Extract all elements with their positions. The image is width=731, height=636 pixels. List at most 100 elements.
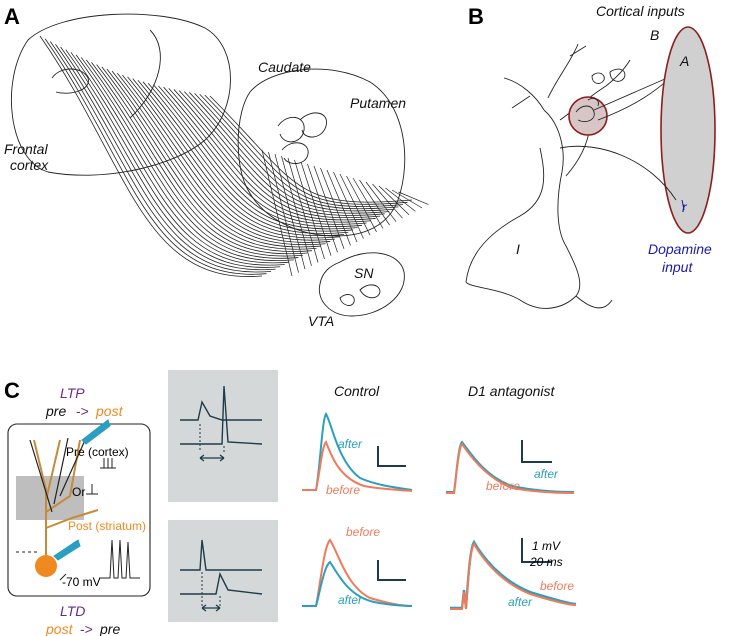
synaptic-bouton bbox=[609, 68, 626, 82]
striatal-fiber-line bbox=[300, 161, 332, 256]
panel-c: C LTP pre -> post Pre (cortex) Or Post (… bbox=[4, 370, 577, 636]
panel-b: B Cortical inputs B A I r Dopamine input bbox=[465, 3, 716, 309]
voltage-tick bbox=[59, 573, 67, 581]
striatum-outline bbox=[237, 68, 406, 237]
d1-ltp-after-label: after bbox=[534, 467, 559, 481]
vta-nucleus bbox=[339, 294, 355, 306]
ltp-timing-box bbox=[168, 370, 278, 502]
schematic-dendrites bbox=[33, 439, 99, 558]
fiber-line bbox=[55, 44, 276, 271]
dopamine-axon bbox=[559, 145, 677, 201]
fiber-line bbox=[209, 95, 413, 203]
frontal-cortex-sulcus bbox=[51, 68, 89, 94]
striatal-fiber-line bbox=[274, 153, 306, 270]
ltp-pre: pre bbox=[45, 403, 66, 419]
striatal-fiber-line bbox=[313, 165, 345, 249]
synapse-highlight-circle bbox=[568, 96, 608, 136]
ltd-pre: pre bbox=[99, 621, 120, 636]
post-electrode bbox=[53, 539, 81, 561]
d1-ltp-scalebar bbox=[521, 440, 552, 463]
cortical-inputs-label: Cortical inputs bbox=[596, 3, 685, 19]
fiber-line bbox=[86, 59, 303, 257]
fiber-line bbox=[163, 86, 372, 223]
striatal-fiber-line bbox=[307, 163, 338, 253]
control-ltd-after-label: after bbox=[338, 593, 363, 607]
control-header: Control bbox=[334, 383, 380, 399]
ltp-label: LTP bbox=[60, 385, 85, 401]
fiber-line bbox=[101, 66, 317, 250]
control-ltp-after-trace bbox=[302, 412, 413, 491]
striatal-fiber-line bbox=[385, 187, 416, 212]
control-ltd-before-trace bbox=[302, 538, 413, 607]
striatal-fiber-line bbox=[339, 173, 371, 236]
fiber-line bbox=[158, 85, 367, 225]
striatal-fiber-line bbox=[346, 175, 377, 232]
striatal-fiber-line bbox=[261, 149, 293, 277]
striatal-fiber-line bbox=[365, 181, 397, 222]
scale-ms-label: 20 ms bbox=[529, 555, 563, 569]
fiber-line bbox=[70, 52, 290, 264]
midbrain-outline bbox=[318, 252, 405, 317]
dopamine-label-line2: input bbox=[662, 259, 693, 275]
sn-label: SN bbox=[354, 265, 374, 281]
synaptic-bouton bbox=[591, 72, 605, 84]
panel-a-letter: A bbox=[4, 4, 20, 29]
sn-nucleus bbox=[359, 284, 381, 299]
caudate-label: Caudate bbox=[258, 59, 311, 75]
d1-antagonist-header: D1 antagonist bbox=[468, 383, 556, 399]
striatal-fiber-line bbox=[268, 151, 299, 273]
frontal-cortex-outline bbox=[11, 13, 231, 176]
ltd-timing-arrow bbox=[201, 604, 221, 612]
label-b: B bbox=[650, 27, 659, 43]
control-ltp-scalebar bbox=[377, 446, 406, 467]
fiber-line bbox=[147, 83, 358, 230]
fiber-line bbox=[116, 72, 331, 243]
frontal-label-line2: cortex bbox=[10, 157, 49, 173]
ltp-timing-dashes bbox=[199, 424, 225, 452]
striatal-fiber-line bbox=[352, 177, 384, 229]
neuron-dendrite bbox=[575, 295, 613, 309]
post-striatum-label: Post (striatum) bbox=[68, 519, 146, 533]
striatal-fiber-line bbox=[333, 171, 364, 239]
neuron-dendrite bbox=[503, 43, 587, 111]
putamen-label: Putamen bbox=[350, 95, 406, 111]
corticostriatal-fibers bbox=[39, 35, 429, 277]
striatal-fiber-line bbox=[398, 191, 429, 205]
post-spikes bbox=[100, 539, 140, 579]
striatal-fiber-line bbox=[326, 169, 358, 243]
ltp-timing-arrow bbox=[199, 454, 225, 462]
label-a: A bbox=[679, 53, 689, 69]
fiber-line bbox=[75, 54, 294, 262]
voltage-label: -70 mV bbox=[62, 575, 101, 589]
label-r: r bbox=[682, 199, 688, 215]
d1-ltd-before-trace bbox=[450, 542, 577, 610]
fiber-line bbox=[142, 81, 353, 232]
fiber-line bbox=[178, 90, 385, 216]
fiber-line bbox=[44, 38, 267, 275]
striatal-fiber-line bbox=[391, 189, 423, 209]
control-ltp-after-label: after bbox=[338, 437, 363, 451]
vta-label: VTA bbox=[308, 313, 334, 329]
scale-mv-label: 1 mV bbox=[532, 539, 561, 553]
fiber-line bbox=[49, 41, 272, 273]
fiber-line bbox=[106, 68, 322, 248]
fiber-line bbox=[60, 46, 281, 268]
striatal-fiber-line bbox=[372, 183, 403, 219]
dopamine-label-line1: Dopamine bbox=[648, 241, 712, 257]
fiber-line bbox=[122, 74, 335, 241]
d1-ltd-before-label: before bbox=[540, 579, 574, 593]
fiber-line bbox=[96, 64, 313, 252]
ltd-timing-dashes bbox=[201, 572, 221, 606]
internal-capsule-bridges bbox=[277, 112, 327, 164]
frontal-label-line1: Frontal bbox=[4, 141, 48, 157]
fiber-line bbox=[65, 49, 285, 266]
single-stimulus-glyph bbox=[86, 484, 98, 495]
fiber-line bbox=[189, 92, 394, 212]
panel-b-letter: B bbox=[468, 4, 484, 29]
dopamine-terminal bbox=[681, 199, 685, 211]
fiber-line bbox=[194, 93, 399, 210]
ltd-post: post bbox=[45, 621, 74, 636]
or-label: Or bbox=[72, 485, 85, 499]
ltd-timing-traces bbox=[180, 539, 263, 595]
